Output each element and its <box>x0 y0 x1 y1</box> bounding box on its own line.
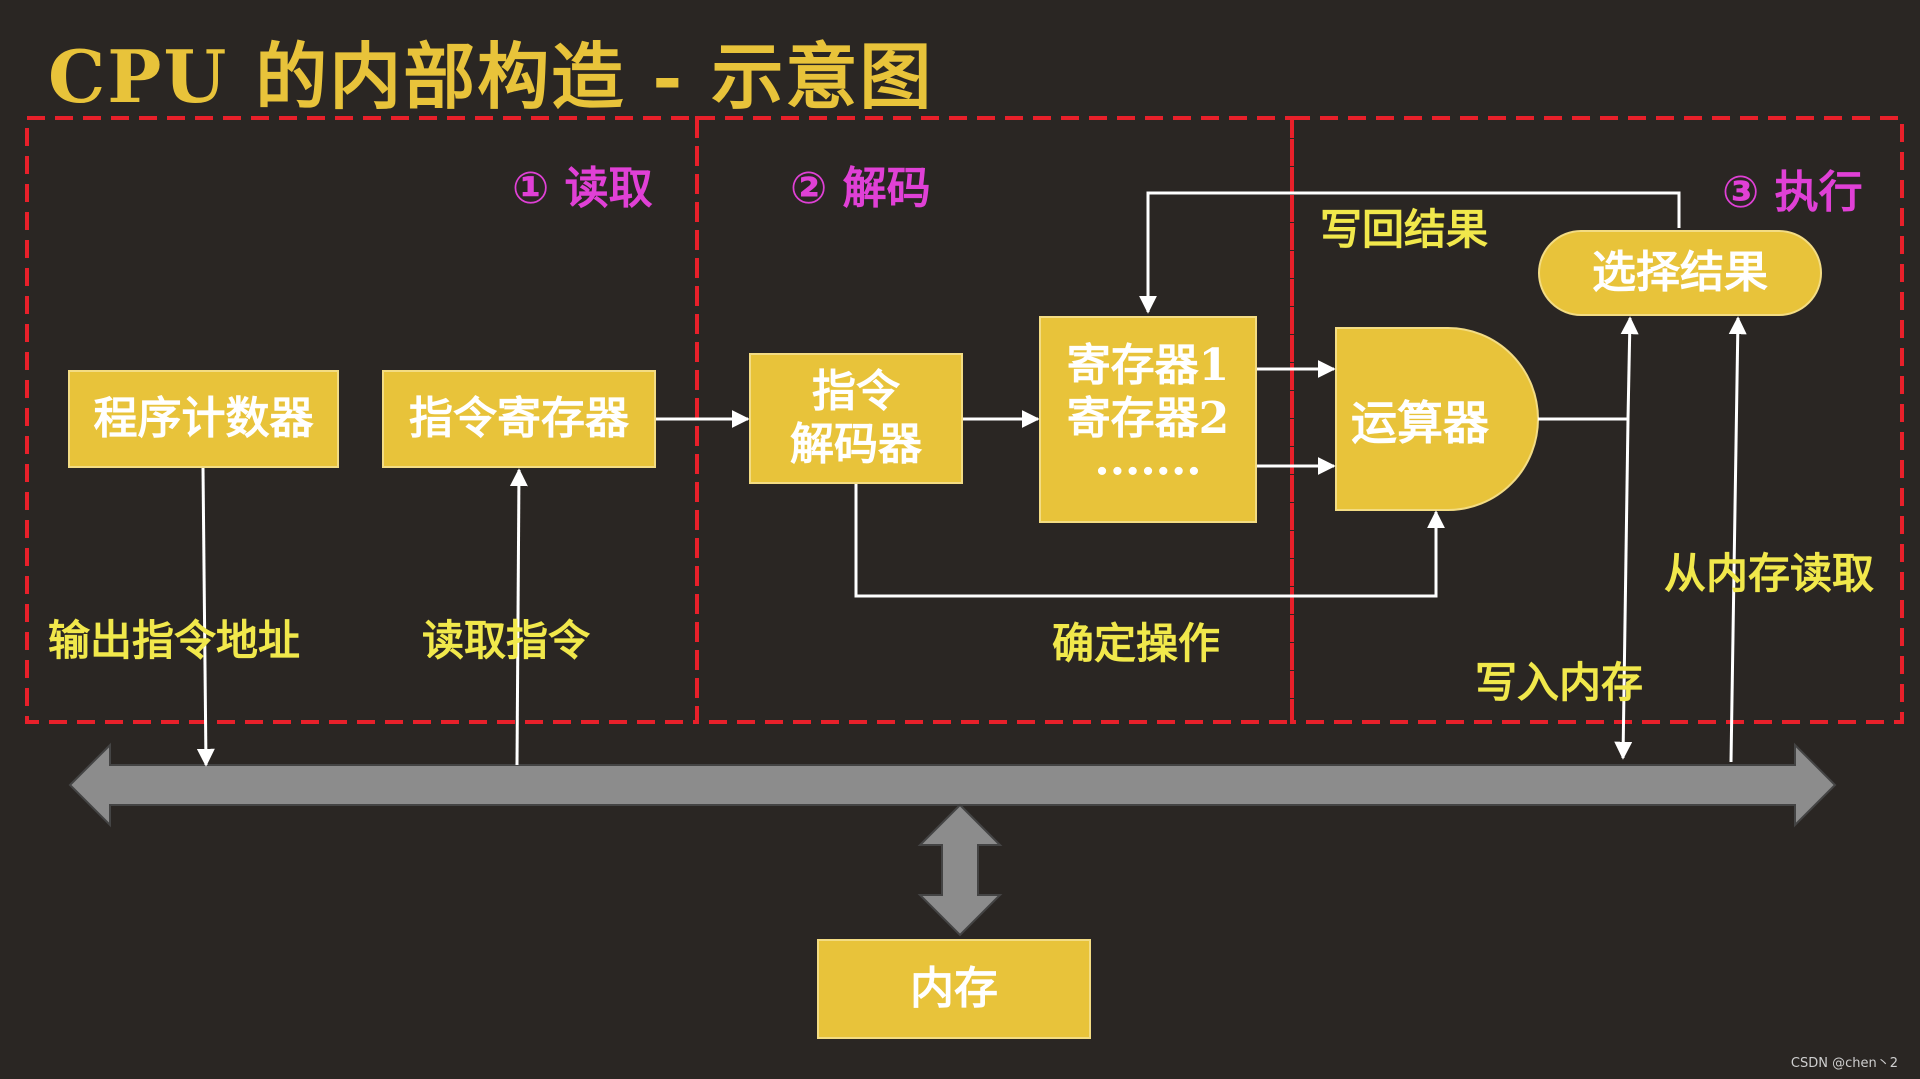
connection-arrows <box>196 191 1747 767</box>
register-label-line3: ······· <box>1094 445 1202 497</box>
watermark: CSDN @chen丶2 <box>1790 1056 1898 1071</box>
output-address-label: 输出指令地址 <box>48 616 301 665</box>
read-stage-border <box>25 116 699 724</box>
arrow-icon <box>1728 316 1747 763</box>
memory-box: 内存 <box>817 939 1091 1039</box>
instruction-decoder-box: 指令 解码器 <box>749 353 963 484</box>
stage-execute-label: ③ 执行 <box>1722 167 1863 218</box>
decoder-label-line2: 解码器 <box>790 418 922 470</box>
arrow-icon <box>1614 418 1633 760</box>
read-memory-label: 从内存读取 <box>1664 549 1875 598</box>
instruction-register-box: 指令寄存器 <box>382 370 656 468</box>
memory-label: 内存 <box>910 962 998 1014</box>
stage-decode-label: ② 解码 <box>790 163 931 214</box>
alu-shape <box>1335 327 1539 511</box>
program-counter-label: 程序计数器 <box>93 392 314 444</box>
select-result-label: 选择结果 <box>1592 246 1768 298</box>
arrow-icon <box>196 467 215 767</box>
stage-read-label: ① 读取 <box>512 163 653 214</box>
stage-borders <box>25 116 1904 724</box>
arrow-icon <box>854 484 1445 598</box>
execute-stage-border <box>1290 116 1904 724</box>
register-label-line1: 寄存器1 <box>1066 340 1230 392</box>
decode-stage-border <box>695 116 1294 724</box>
write-memory-label: 写入内存 <box>1475 658 1644 707</box>
page-title: CPU 的内部构造 - 示意图 <box>48 34 934 119</box>
read-instruction-label: 读取指令 <box>422 616 591 665</box>
bus-arrow-icon <box>68 742 1837 828</box>
alu-label: 运算器 <box>1351 396 1489 450</box>
decoder-label-line1: 指令 <box>812 365 900 417</box>
bus-double-arrow-icon <box>917 803 1003 937</box>
registers-box: 寄存器1 寄存器2 ······· <box>1039 316 1257 523</box>
arrow-icon <box>509 468 528 766</box>
register-label-line2: 寄存器2 <box>1066 393 1230 445</box>
determine-operation-label: 确定操作 <box>1052 619 1221 668</box>
program-counter-box: 程序计数器 <box>68 370 339 468</box>
write-back-label: 写回结果 <box>1320 205 1489 254</box>
arrow-icon <box>1139 191 1681 314</box>
instruction-register-label: 指令寄存器 <box>409 392 629 444</box>
select-result-box: 选择结果 <box>1538 230 1822 316</box>
arrow-icon <box>1620 316 1639 420</box>
